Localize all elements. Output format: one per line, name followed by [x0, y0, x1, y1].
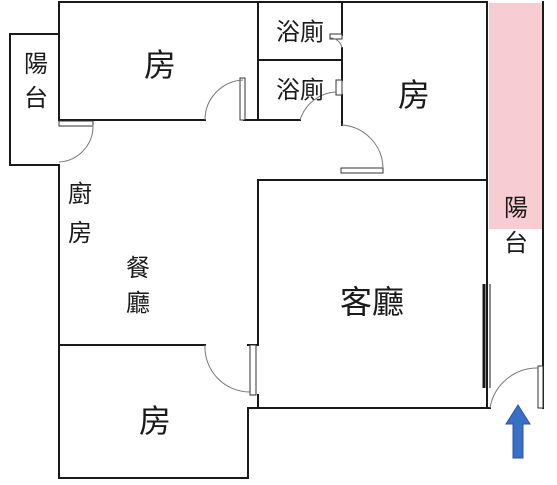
- balcony-right-line2: 台: [504, 229, 528, 257]
- label-room-bottom-left: 房: [139, 402, 171, 440]
- balcony-left-line2: 台: [24, 84, 48, 112]
- label-dining: 餐 廳: [126, 254, 150, 317]
- label-kitchen: 廚 房: [68, 180, 92, 247]
- door-bath-top: [329, 33, 343, 49]
- label-room-top-right: 房: [398, 76, 430, 114]
- dining-line1: 餐: [126, 254, 150, 282]
- door-room-top-right: [340, 124, 384, 174]
- sliding-window: [482, 284, 491, 388]
- label-bath-bottom: 浴廁: [276, 76, 324, 104]
- door-entrance: [489, 365, 544, 409]
- label-living-room: 客廳: [340, 283, 404, 321]
- balcony-left-line1: 陽: [24, 50, 48, 78]
- kitchen-line1: 廚: [68, 180, 92, 208]
- label-balcony-right: 陽 台: [504, 194, 528, 257]
- balcony-right-line1: 陽: [504, 194, 528, 222]
- balcony-right-highlight: [489, 3, 543, 229]
- dining-line2: 廳: [126, 289, 150, 317]
- walls: [9, 1, 544, 479]
- door-room-top-left: [204, 77, 246, 121]
- door-room-bottom-left: [204, 344, 257, 396]
- door-bath-bottom: [299, 79, 343, 121]
- label-balcony-left: 陽 台: [24, 50, 48, 112]
- arrow-up-icon: [505, 404, 531, 459]
- label-bath-top: 浴廁: [276, 18, 324, 46]
- door-balcony-left: [58, 120, 94, 163]
- label-room-top-left: 房: [144, 46, 176, 84]
- kitchen-line2: 房: [68, 219, 92, 247]
